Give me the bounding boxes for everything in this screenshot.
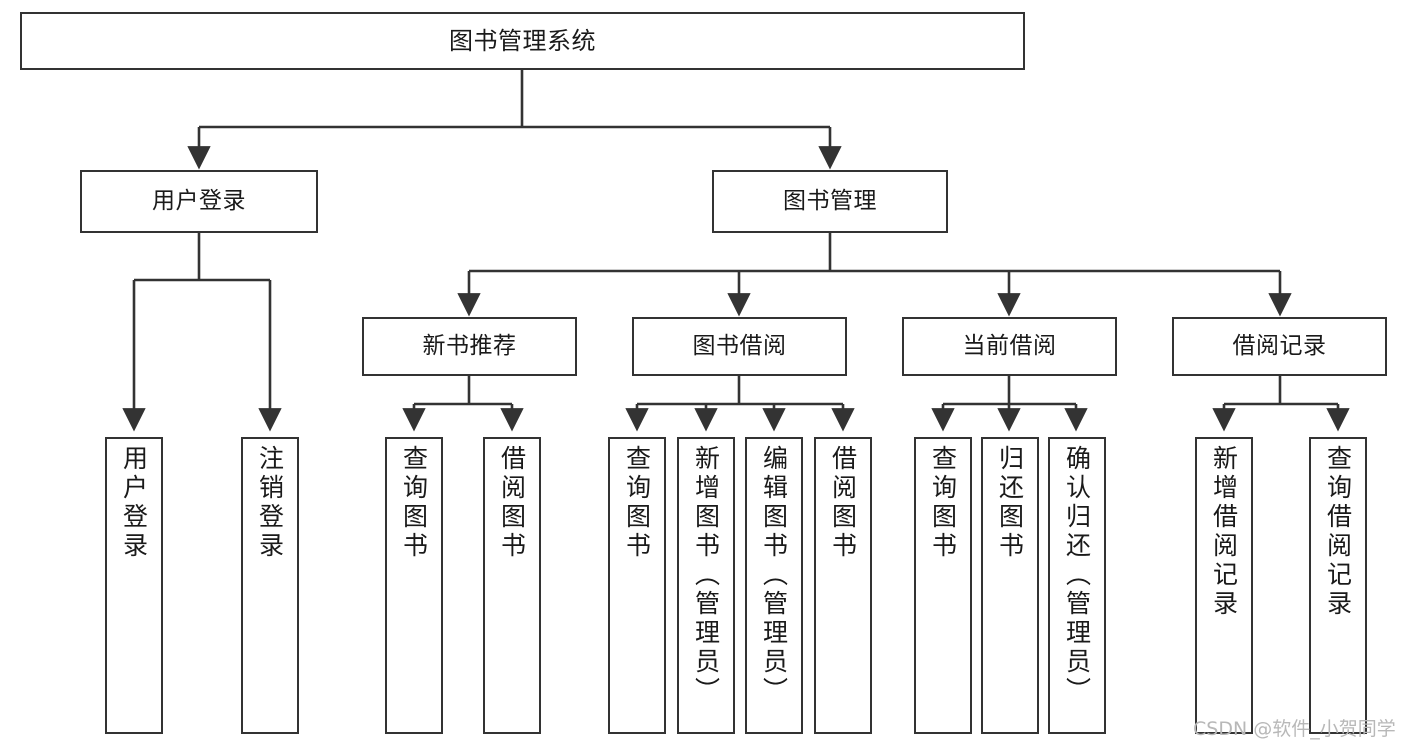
- node-borrow-record[interactable]: 借阅记录: [1172, 317, 1387, 376]
- node-leaf-borrow-book[interactable]: 借阅图书: [814, 437, 872, 734]
- node-label: 查询图书: [622, 445, 652, 561]
- node-leaf-edit-book-admin[interactable]: 编辑图书（管理员）: [745, 437, 803, 734]
- node-user-login[interactable]: 用户登录: [80, 170, 318, 233]
- node-book-management[interactable]: 图书管理: [712, 170, 948, 233]
- node-label: 归还图书: [995, 445, 1025, 561]
- node-root-book-management-system[interactable]: 图书管理系统: [20, 12, 1025, 70]
- node-label: 新书推荐: [422, 332, 517, 359]
- node-current-borrow[interactable]: 当前借阅: [902, 317, 1117, 376]
- node-label: 查询图书: [399, 445, 429, 561]
- node-new-book-recommend[interactable]: 新书推荐: [362, 317, 577, 376]
- node-leaf-query-book-current[interactable]: 查询图书: [914, 437, 972, 734]
- node-label: 注销登录: [255, 445, 285, 561]
- node-leaf-user-login[interactable]: 用户登录: [105, 437, 163, 734]
- node-leaf-borrow-book-recommend[interactable]: 借阅图书: [483, 437, 541, 734]
- node-leaf-return-book[interactable]: 归还图书: [981, 437, 1039, 734]
- node-label: 新增借阅记录: [1209, 445, 1239, 619]
- node-leaf-confirm-return-admin[interactable]: 确认归还（管理员）: [1048, 437, 1106, 734]
- node-leaf-add-book-admin[interactable]: 新增图书（管理员）: [677, 437, 735, 734]
- node-label: 借阅图书: [497, 445, 527, 561]
- node-label: 确认归还（管理员）: [1062, 445, 1092, 706]
- node-label: 查询图书: [928, 445, 958, 561]
- node-label: 新增图书（管理员）: [691, 445, 721, 706]
- node-leaf-add-borrow-record[interactable]: 新增借阅记录: [1195, 437, 1253, 734]
- node-book-borrow[interactable]: 图书借阅: [632, 317, 847, 376]
- node-label: 图书管理系统: [449, 26, 596, 55]
- node-leaf-query-book-borrow[interactable]: 查询图书: [608, 437, 666, 734]
- node-label: 当前借阅: [962, 332, 1057, 359]
- node-label: 图书管理: [783, 187, 877, 214]
- watermark: CSDN @软件_小贺同学: [1193, 718, 1396, 740]
- node-leaf-query-borrow-record[interactable]: 查询借阅记录: [1309, 437, 1367, 734]
- node-label: 用户登录: [119, 445, 149, 561]
- node-label: 编辑图书（管理员）: [759, 445, 789, 706]
- node-leaf-logout[interactable]: 注销登录: [241, 437, 299, 734]
- node-label: 借阅记录: [1232, 332, 1327, 359]
- node-label: 借阅图书: [828, 445, 858, 561]
- node-label: 用户登录: [152, 187, 246, 214]
- node-label: 查询借阅记录: [1323, 445, 1353, 619]
- node-label: 图书借阅: [692, 332, 787, 359]
- node-leaf-query-book-recommend[interactable]: 查询图书: [385, 437, 443, 734]
